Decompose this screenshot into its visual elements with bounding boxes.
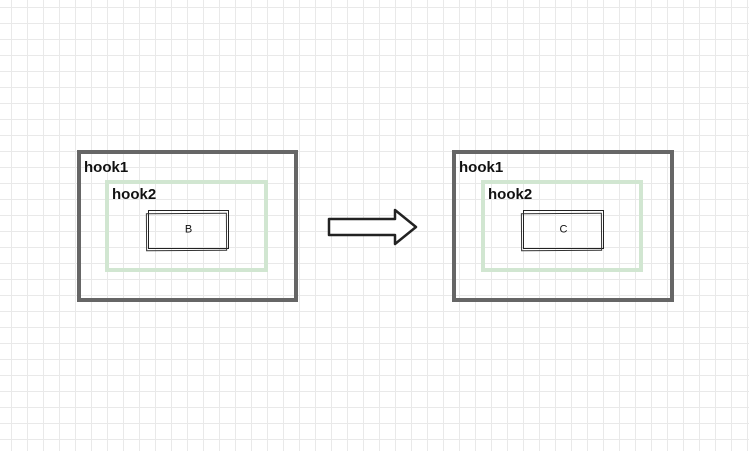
right-hook2-label: hook2 <box>488 186 533 203</box>
left-hook2-box <box>105 180 268 272</box>
left-hook1-label: hook1 <box>84 159 129 176</box>
right-hook1-label: hook1 <box>459 159 504 176</box>
left-hook1-box <box>77 150 298 302</box>
right-leaf-label: C <box>559 223 568 235</box>
right-hook2-box <box>481 180 643 272</box>
right-arrow-icon <box>327 208 418 246</box>
left-leaf-label: B <box>184 223 193 235</box>
left-leaf-box: B <box>148 210 229 249</box>
right-hook1-box <box>452 150 674 302</box>
left-hook2-label: hook2 <box>112 186 157 203</box>
right-leaf-box: C <box>523 210 604 249</box>
